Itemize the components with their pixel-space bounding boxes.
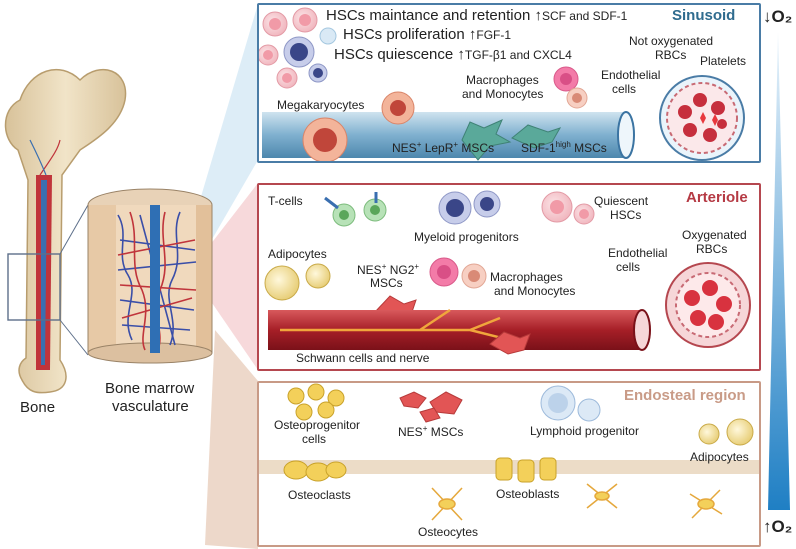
bone-label: Bone <box>20 399 56 416</box>
vasculature-cylinder <box>87 188 213 364</box>
tcells-label: T-cells <box>268 194 303 208</box>
sinusoid-macrophages-label-2: and Monocytes <box>462 87 544 101</box>
nes-ng2-label-line1: NES+ NG2+ <box>357 262 420 277</box>
myeloid-progenitor-cells <box>438 190 501 225</box>
sinusoid-line2-factors: FGF-1 <box>476 28 512 42</box>
sdf1-msc-label: SDF-1high MSCs <box>521 140 607 155</box>
sinusoid-line1: HSCs maintance and retention ↑SCF and SD… <box>326 7 627 24</box>
sinusoid-macrophages-label-1: Macrophages <box>466 73 539 87</box>
lymphoid-label: Lymphoid progenitor <box>530 424 639 438</box>
osteocyte-cells <box>431 483 723 521</box>
osteoblast-cells <box>495 457 557 483</box>
osteoprogenitor-label-2: cells <box>302 432 327 446</box>
oxygenated-label-1: Oxygenated <box>682 228 747 242</box>
megakaryocytes-label: Megakaryocytes <box>277 98 365 112</box>
sinusoid-line2-text: HSCs proliferation <box>343 26 465 43</box>
nes-lepr-msc-shape <box>461 119 512 161</box>
nes-msc-label-endosteal: NES+ MSCs <box>398 424 464 439</box>
endosteal-panel <box>257 381 761 547</box>
myeloid-label: Myeloid progenitors <box>414 230 519 244</box>
adipocyte-cells-arteriole <box>264 263 331 301</box>
nes-msc-cells-endosteal <box>399 391 463 423</box>
sinusoid-panel <box>257 3 761 163</box>
quiescent-label-1: Quiescent <box>594 194 649 208</box>
up-arrow-icon: ↑ <box>534 7 542 24</box>
endosteal-projection <box>205 330 258 549</box>
adipocytes-label-arteriole: Adipocytes <box>268 247 327 261</box>
sinusoid-line3-factors: TGF-β1 and CXCL4 <box>464 48 572 62</box>
macrophage-cells-sinusoid <box>553 66 588 109</box>
osteoclasts-label: Osteoclasts <box>288 488 351 502</box>
schwann-label: Schwann cells and nerve <box>296 351 430 365</box>
sinusoid-cross-section <box>659 75 745 161</box>
osteocytes-label: Osteocytes <box>418 525 479 539</box>
tcell-cells <box>324 192 387 227</box>
quiescent-label-2: HSCs <box>610 208 642 222</box>
sinusoid-line1-factors: SCF and SDF-1 <box>541 9 628 23</box>
arteriole-macrophages-label-1: Macrophages <box>490 270 563 284</box>
platelets-label: Platelets <box>700 54 747 68</box>
hsc-cells-cluster <box>257 7 337 89</box>
sinusoid-line1-text: HSCs maintance and retention <box>326 7 531 24</box>
sinusoid-projection <box>200 4 258 260</box>
up-arrow-icon: ↑ <box>468 26 477 43</box>
sinusoid-endothelial-label-1: Endothelial <box>601 68 661 82</box>
vasculature-label-line1: Bone marrow <box>105 380 195 397</box>
nes-lepr-msc-label: NES+ LepR+ MSCs <box>392 140 495 155</box>
macrophage-cells-arteriole <box>429 257 487 289</box>
osteoblasts-label: Osteoblasts <box>496 487 560 501</box>
oxygen-gradient-bar <box>768 32 790 510</box>
lymphoid-progenitor-cells <box>540 385 601 422</box>
osteoprogenitor-label-1: Osteoprogenitor <box>274 418 361 432</box>
arteriole-cross-section <box>665 262 751 348</box>
oxygen-low-label: ↓O₂ <box>763 7 793 26</box>
arteriole-endothelial-label-2: cells <box>616 260 641 274</box>
vasculature-label-line2: vasculature <box>112 398 189 415</box>
not-oxygenated-label-2: RBCs <box>655 48 687 62</box>
sdf1-msc-shape <box>511 124 562 149</box>
arteriole-macrophages-label-2: and Monocytes <box>494 284 576 298</box>
arteriole-projection <box>210 183 258 370</box>
megakaryocyte-cells <box>302 91 415 163</box>
oxygenated-label-2: RBCs <box>696 242 728 256</box>
sinusoid-line3: HSCs quiescence ↑TGF-β1 and CXCL4 <box>334 46 572 63</box>
arteriole-panel <box>257 183 761 371</box>
not-oxygenated-label-1: Not oxygenated <box>629 34 714 48</box>
adipocytes-label-endosteal: Adipocytes <box>690 450 749 464</box>
oxygen-high-label: ↑O₂ <box>763 517 793 536</box>
sinusoid-line3-text: HSCs quiescence <box>334 46 454 63</box>
arteriole-endothelial-label-1: Endothelial <box>608 246 668 260</box>
sinusoid-title: Sinusoid <box>672 7 736 24</box>
osteoprogenitor-cells <box>287 383 345 421</box>
sinusoid-line2: HSCs proliferation ↑FGF-1 <box>343 26 511 43</box>
up-arrow-icon: ↑ <box>457 46 465 63</box>
osteoclast-cells <box>283 460 347 482</box>
bone-illustration <box>4 69 127 394</box>
adipocyte-cells-endosteal <box>698 418 754 446</box>
arteriole-title: Arteriole <box>686 189 748 206</box>
sinusoid-endothelial-label-2: cells <box>612 82 637 96</box>
endosteal-title: Endosteal region <box>624 387 746 404</box>
quiescent-hsc-cells <box>541 191 595 225</box>
nes-ng2-label-line2: MSCs <box>370 276 403 290</box>
